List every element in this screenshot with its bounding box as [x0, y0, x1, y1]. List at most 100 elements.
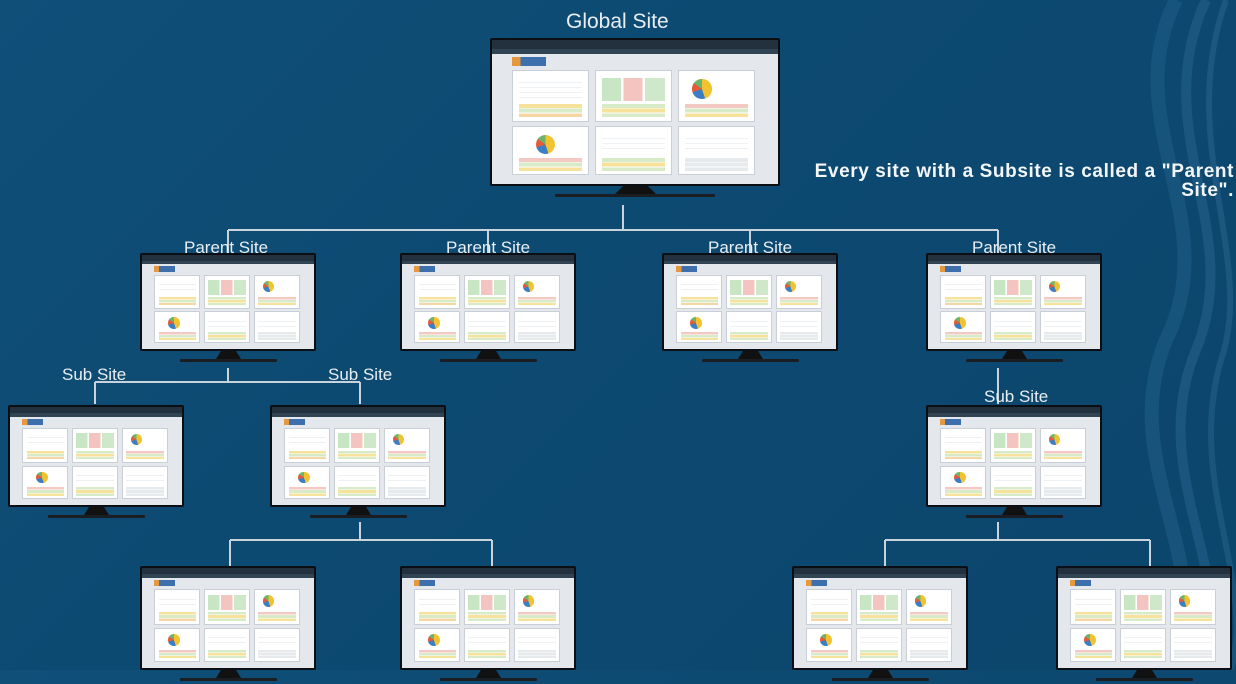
- label-sub-site-1: Sub Site: [62, 365, 127, 384]
- monitor-screen: [8, 405, 184, 507]
- monitor-base: [702, 359, 799, 362]
- dashboard-panel: [989, 427, 1037, 463]
- dashboard-navbar: [142, 574, 314, 578]
- parent-site-monitor-4: [926, 253, 1102, 365]
- dashboard-topbar: [10, 407, 182, 413]
- dashboard-navbar: [142, 260, 314, 265]
- dashboard-panel: [1119, 628, 1167, 662]
- monitor-stand: [476, 670, 501, 678]
- dashboard-navbar: [402, 574, 574, 578]
- dashboard-panel: [1119, 589, 1167, 625]
- global-logo: [154, 580, 175, 586]
- dashboard-topbar: [402, 255, 574, 261]
- child-site-monitor-4: [1056, 566, 1232, 684]
- parent-site-monitor-2: [400, 253, 576, 365]
- dashboard-topbar: [794, 568, 966, 574]
- dashboard-panel: [677, 126, 756, 176]
- global-logo: [512, 57, 547, 66]
- dashboard-panel: [512, 126, 590, 176]
- dashboard-panel: [513, 274, 561, 309]
- global-logo: [940, 266, 961, 272]
- monitor-stand: [1002, 351, 1027, 359]
- dashboard-topbar: [272, 407, 444, 413]
- dashboard-navbar: [794, 574, 966, 578]
- global-logo: [284, 418, 305, 425]
- parent-site-monitor-1: [140, 253, 316, 365]
- global-logo: [154, 266, 175, 272]
- global-logo: [414, 266, 435, 272]
- monitor-base: [180, 678, 277, 681]
- dashboard-panel: [1070, 589, 1117, 625]
- dashboard-panel: [284, 465, 331, 500]
- dashboard-panel: [414, 274, 461, 309]
- label-parent-site-3: Parent Site: [708, 238, 793, 257]
- dashboard-panel: [806, 589, 853, 625]
- dashboard-navbar: [492, 48, 778, 55]
- monitor-screen: [792, 566, 968, 670]
- monitor-stand: [216, 670, 241, 678]
- monitor-screen: [400, 566, 576, 670]
- monitor-base: [310, 515, 407, 518]
- monitor-stand: [868, 670, 893, 678]
- sub-site-monitor-3: [926, 405, 1102, 521]
- monitor-screen: [926, 405, 1102, 507]
- global-logo: [1070, 580, 1091, 586]
- dashboard-panel: [725, 311, 773, 344]
- dashboard-navbar: [10, 412, 182, 417]
- dashboard-panel: [203, 589, 251, 625]
- label-parent-site-1: Parent Site: [184, 238, 269, 257]
- dashboard-panel: [154, 589, 201, 625]
- monitor-stand: [1002, 507, 1027, 515]
- dashboard-screenshot: [928, 407, 1100, 505]
- dashboard-panel: [594, 126, 673, 176]
- dashboard-panel: [121, 427, 169, 463]
- dashboard-panel: [414, 311, 461, 344]
- dashboard-panel: [333, 427, 381, 463]
- label-sub-site-2: Sub Site: [328, 365, 393, 384]
- dashboard-topbar: [1058, 568, 1230, 574]
- dashboard-navbar: [1058, 574, 1230, 578]
- dashboard-panel: [414, 628, 461, 662]
- dashboard-screenshot: [402, 255, 574, 349]
- dashboard-panel: [775, 311, 823, 344]
- dashboard-panel: [989, 311, 1037, 344]
- dashboard-panel: [676, 311, 723, 344]
- dashboard-panel: [1039, 274, 1087, 309]
- dashboard-panel: [725, 274, 773, 309]
- dashboard-panel: [855, 628, 903, 662]
- monitor-stand: [738, 351, 763, 359]
- dashboard-topbar: [142, 255, 314, 261]
- dashboard-screenshot: [272, 407, 444, 505]
- dashboard-panel: [154, 274, 201, 309]
- monitor-base: [555, 194, 715, 197]
- dashboard-panel: [333, 465, 381, 500]
- monitor-screen: [490, 38, 780, 186]
- monitor-screen: [926, 253, 1102, 351]
- global-logo: [806, 580, 827, 586]
- child-site-monitor-3: [792, 566, 968, 684]
- dashboard-panel: [383, 427, 431, 463]
- monitor-stand: [346, 507, 371, 515]
- dashboard-panel: [414, 589, 461, 625]
- monitor-base: [966, 359, 1063, 362]
- dashboard-panel: [940, 311, 987, 344]
- dashboard-navbar: [928, 412, 1100, 417]
- dashboard-panel: [203, 311, 251, 344]
- dashboard-panel: [1039, 427, 1087, 463]
- monitor-screen: [662, 253, 838, 351]
- monitor-stand: [84, 507, 109, 515]
- label-sub-site-3: Sub Site: [984, 387, 1049, 406]
- label-parent-site-4: Parent Site: [972, 238, 1057, 257]
- dashboard-panel: [855, 589, 903, 625]
- dashboard-panel: [253, 628, 301, 662]
- dashboard-panel: [463, 628, 511, 662]
- dashboard-panel: [203, 628, 251, 662]
- dashboard-panel: [989, 274, 1037, 309]
- monitor-stand: [216, 351, 241, 359]
- monitor-stand: [476, 351, 501, 359]
- dashboard-panel: [121, 465, 169, 500]
- monitor-base: [48, 515, 145, 518]
- dashboard-panel: [71, 427, 119, 463]
- dashboard-topbar: [402, 568, 574, 574]
- monitor-screen: [270, 405, 446, 507]
